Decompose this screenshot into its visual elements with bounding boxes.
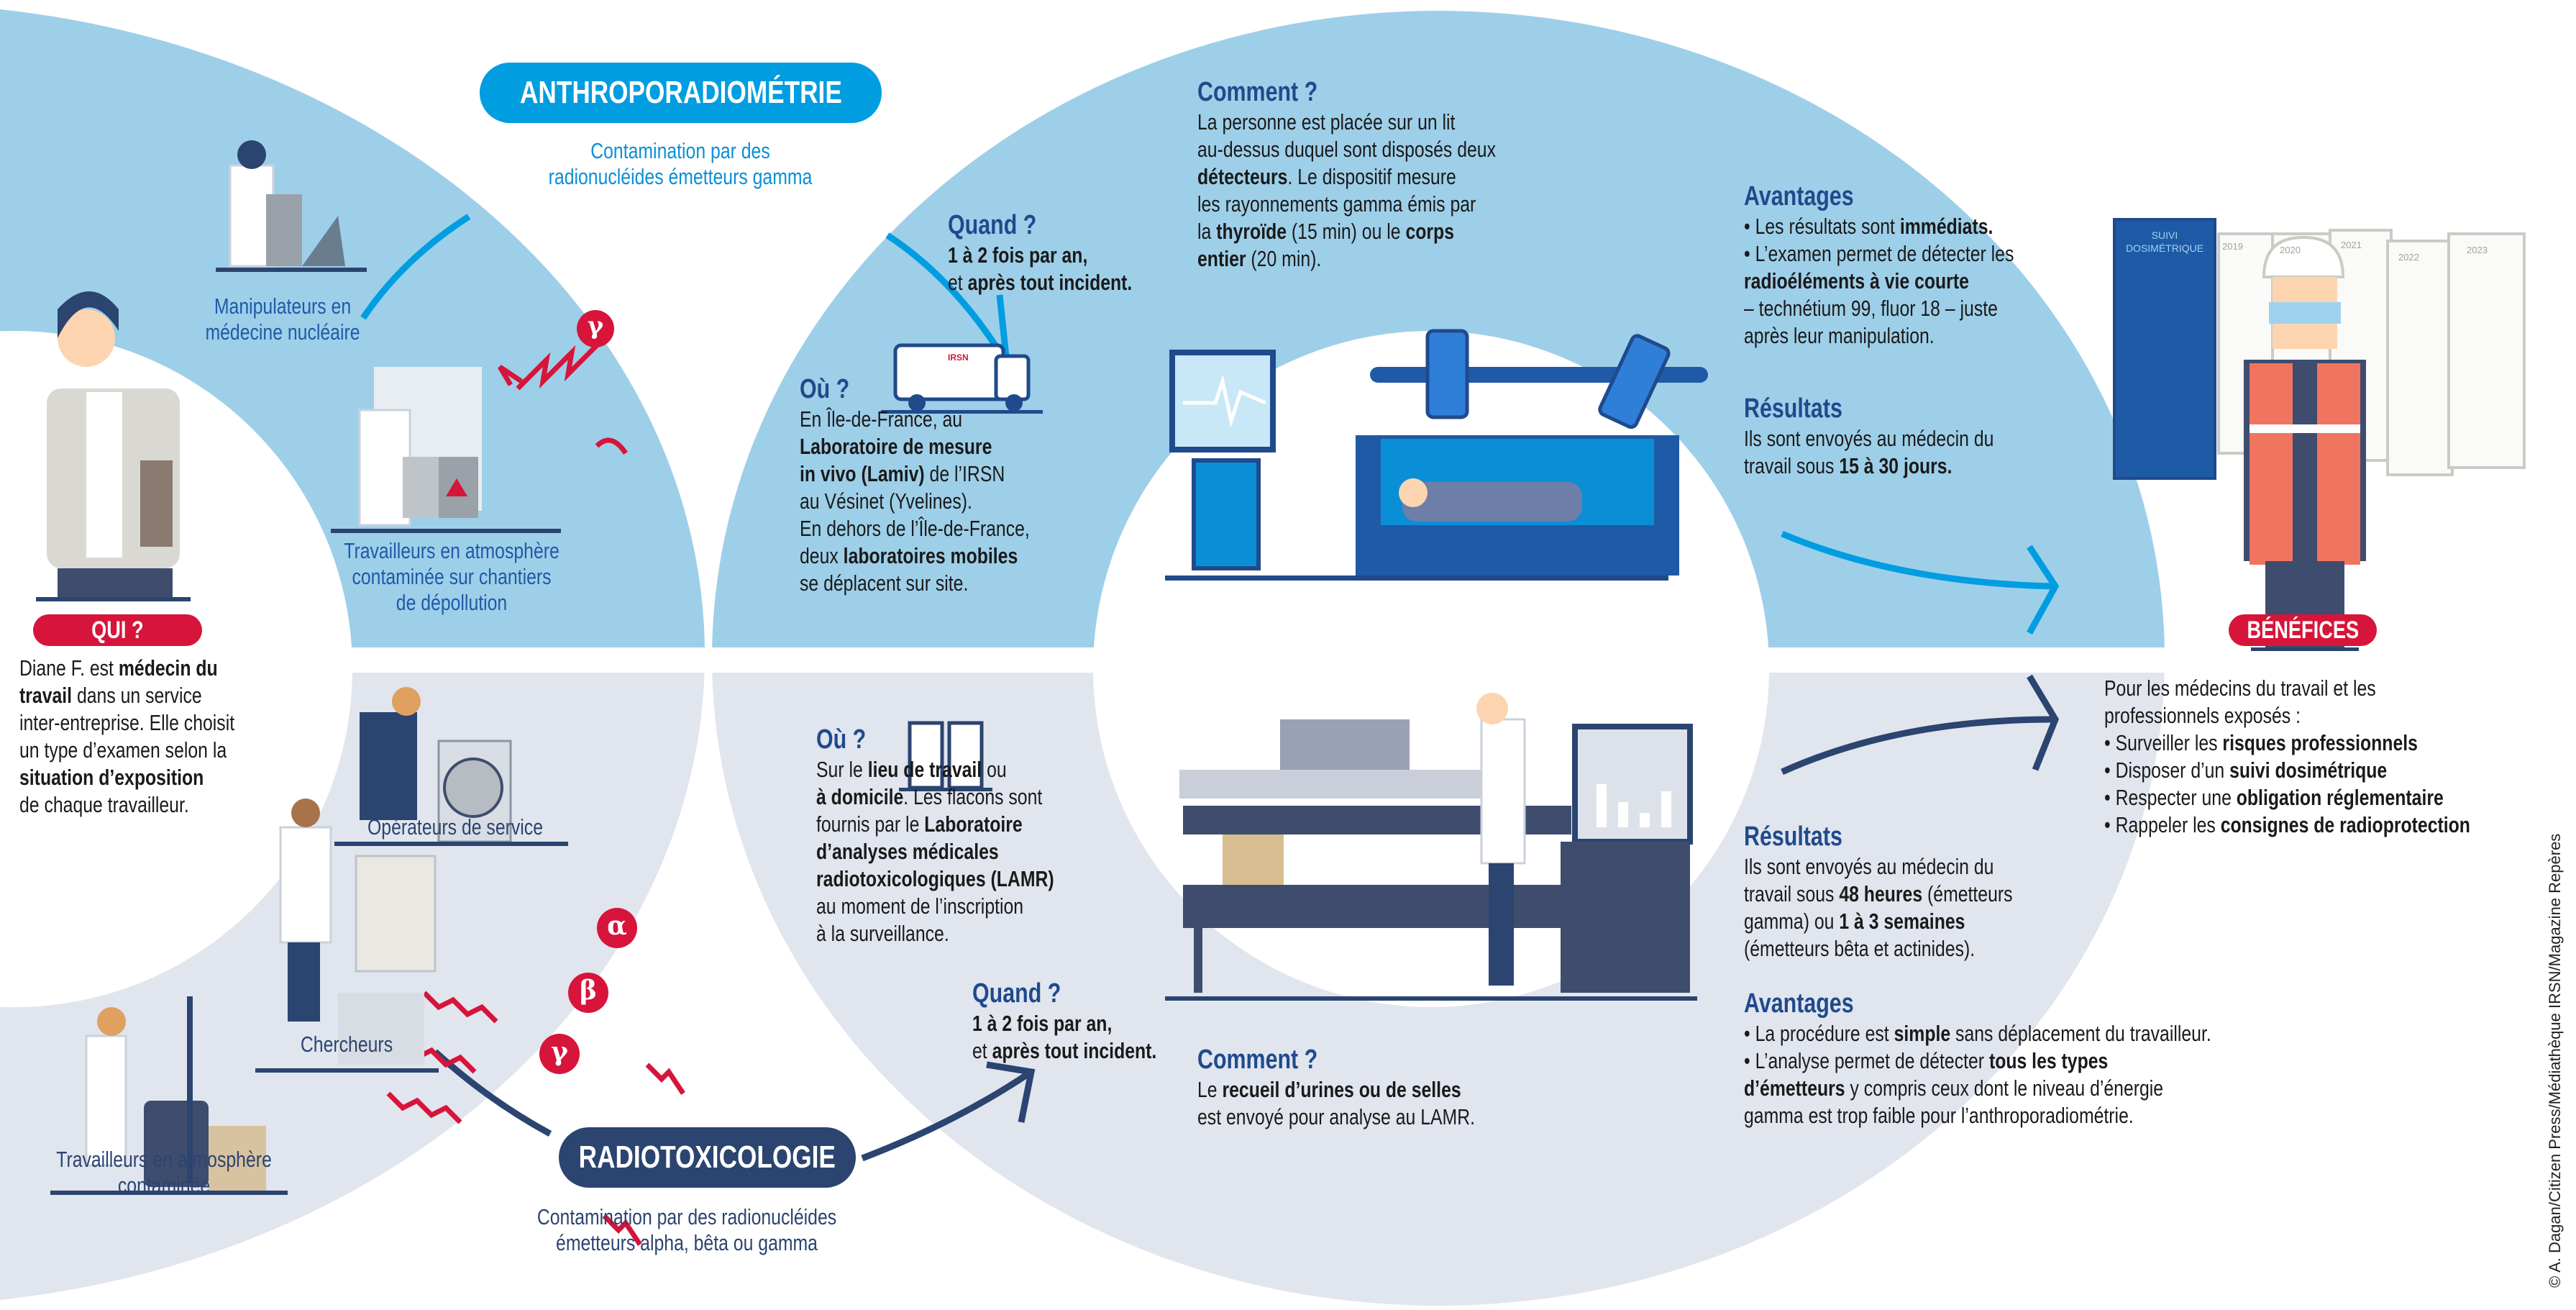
label-chercheurs: Chercheurs (300, 1032, 393, 1057)
researcher-illustration (255, 799, 439, 1073)
arc-arrow (885, 232, 1010, 365)
radiotox-resultats: Résultats Ils sont envoyés au médecin du… (1744, 822, 2013, 961)
year-label: 2021 (2341, 240, 2362, 250)
radiotox-ou: Où ? Sur le lieu de travail ou à domicil… (816, 724, 1054, 946)
label-operateurs: Opérateurs de service (367, 814, 543, 840)
contaminated-worker-illustration (50, 996, 288, 1195)
qui-label: QUI ? (91, 616, 144, 644)
year-label: 2022 (2398, 252, 2419, 263)
anthroporadiometry-bed-illustration (1165, 329, 1708, 581)
arrowhead-icon (986, 1061, 1036, 1123)
beta-symbol-icon (568, 973, 608, 1013)
list-item: • Respecter une obligation réglementaire (2104, 785, 2444, 810)
arrowhead-icon (2027, 545, 2060, 635)
doctor-diane-illustration (36, 291, 191, 601)
mobile-lab-truck-icon (881, 343, 1043, 414)
service-operator-illustration (334, 687, 568, 846)
arc-arrow (1781, 716, 2054, 775)
gamma-symbol-icon (539, 1034, 580, 1074)
radiotoxicologie-badge: RADIOTOXICOLOGIE (559, 1127, 856, 1188)
year-label: 2019 (2222, 241, 2243, 252)
gamma-letter: γ (587, 311, 604, 340)
list-item: • Rappeler les consignes de radioprotect… (2104, 812, 2470, 837)
anthropo-comment: Comment ? La personne est placée sur un … (1197, 77, 1496, 271)
anthropo-ou: Où ? En Île-de-France, au Laboratoire de… (800, 374, 1030, 596)
year-label: 2023 (2467, 245, 2488, 255)
beta-letter: β (580, 975, 597, 1006)
decontamination-worker-illustration (331, 367, 561, 533)
benefices-list: • Surveiller les risques professionnels … (2104, 729, 2470, 839)
radiotoxicologie-title: RADIOTOXICOLOGIE (578, 1140, 836, 1175)
anthropo-quand: Quand ? 1 à 2 fois par an, et après tout… (948, 210, 1133, 295)
arc-arrow (861, 1069, 1033, 1162)
radiotoxicology-lab-illustration (1165, 693, 1697, 1001)
list-item: • Surveiller les risques professionnels (2104, 730, 2418, 755)
toilet-doors-icon (899, 721, 992, 791)
qui-description: Diane F. est médecin du travail dans un … (19, 655, 235, 817)
arc-arrow (360, 214, 471, 320)
anthroporadiometrie-title: ANTHROPORADIOMÉTRIE (519, 75, 842, 110)
arc-arrow (1781, 530, 2054, 590)
qui-badge: QUI ? (33, 614, 202, 646)
gamma-letter: γ (551, 1037, 568, 1067)
benefices-badge: BÉNÉFICES (2229, 614, 2377, 646)
benefices-label: BÉNÉFICES (2247, 616, 2359, 644)
radiotox-avantages: Avantages • La procédure est simple sans… (1744, 988, 2211, 1128)
nuclear-medicine-worker-illustration (216, 140, 367, 272)
alpha-letter: α (607, 911, 627, 941)
protected-worker-illustration (2244, 235, 2366, 651)
anthropo-resultats: Résultats Ils sont envoyés au médecin du… (1744, 394, 1994, 478)
benefices-text: Pour les médecins du travail et les prof… (2104, 676, 2470, 839)
anthroporadiometrie-badge: ANTHROPORADIOMÉTRIE (480, 63, 882, 123)
truck-label: IRSN (948, 352, 969, 363)
radiotox-comment: Comment ? Le recueil d’urines ou de sell… (1197, 1045, 1475, 1129)
image-credit: © A. Dagan/Citizen Press/Médiathèque IRS… (2546, 833, 2564, 1288)
radiotox-quand: Quand ? 1 à 2 fois par an, et après tout… (972, 978, 1157, 1063)
alpha-symbol-icon (597, 908, 637, 948)
arrowhead-icon (2027, 674, 2060, 771)
gamma-symbol-icon (577, 310, 614, 347)
list-item: • Disposer d’un suivi dosimétrique (2104, 758, 2388, 783)
year-label: 2020 (2280, 245, 2301, 255)
anthropo-avantages: Avantages • Les résultats sont immédiats… (1744, 181, 2014, 348)
